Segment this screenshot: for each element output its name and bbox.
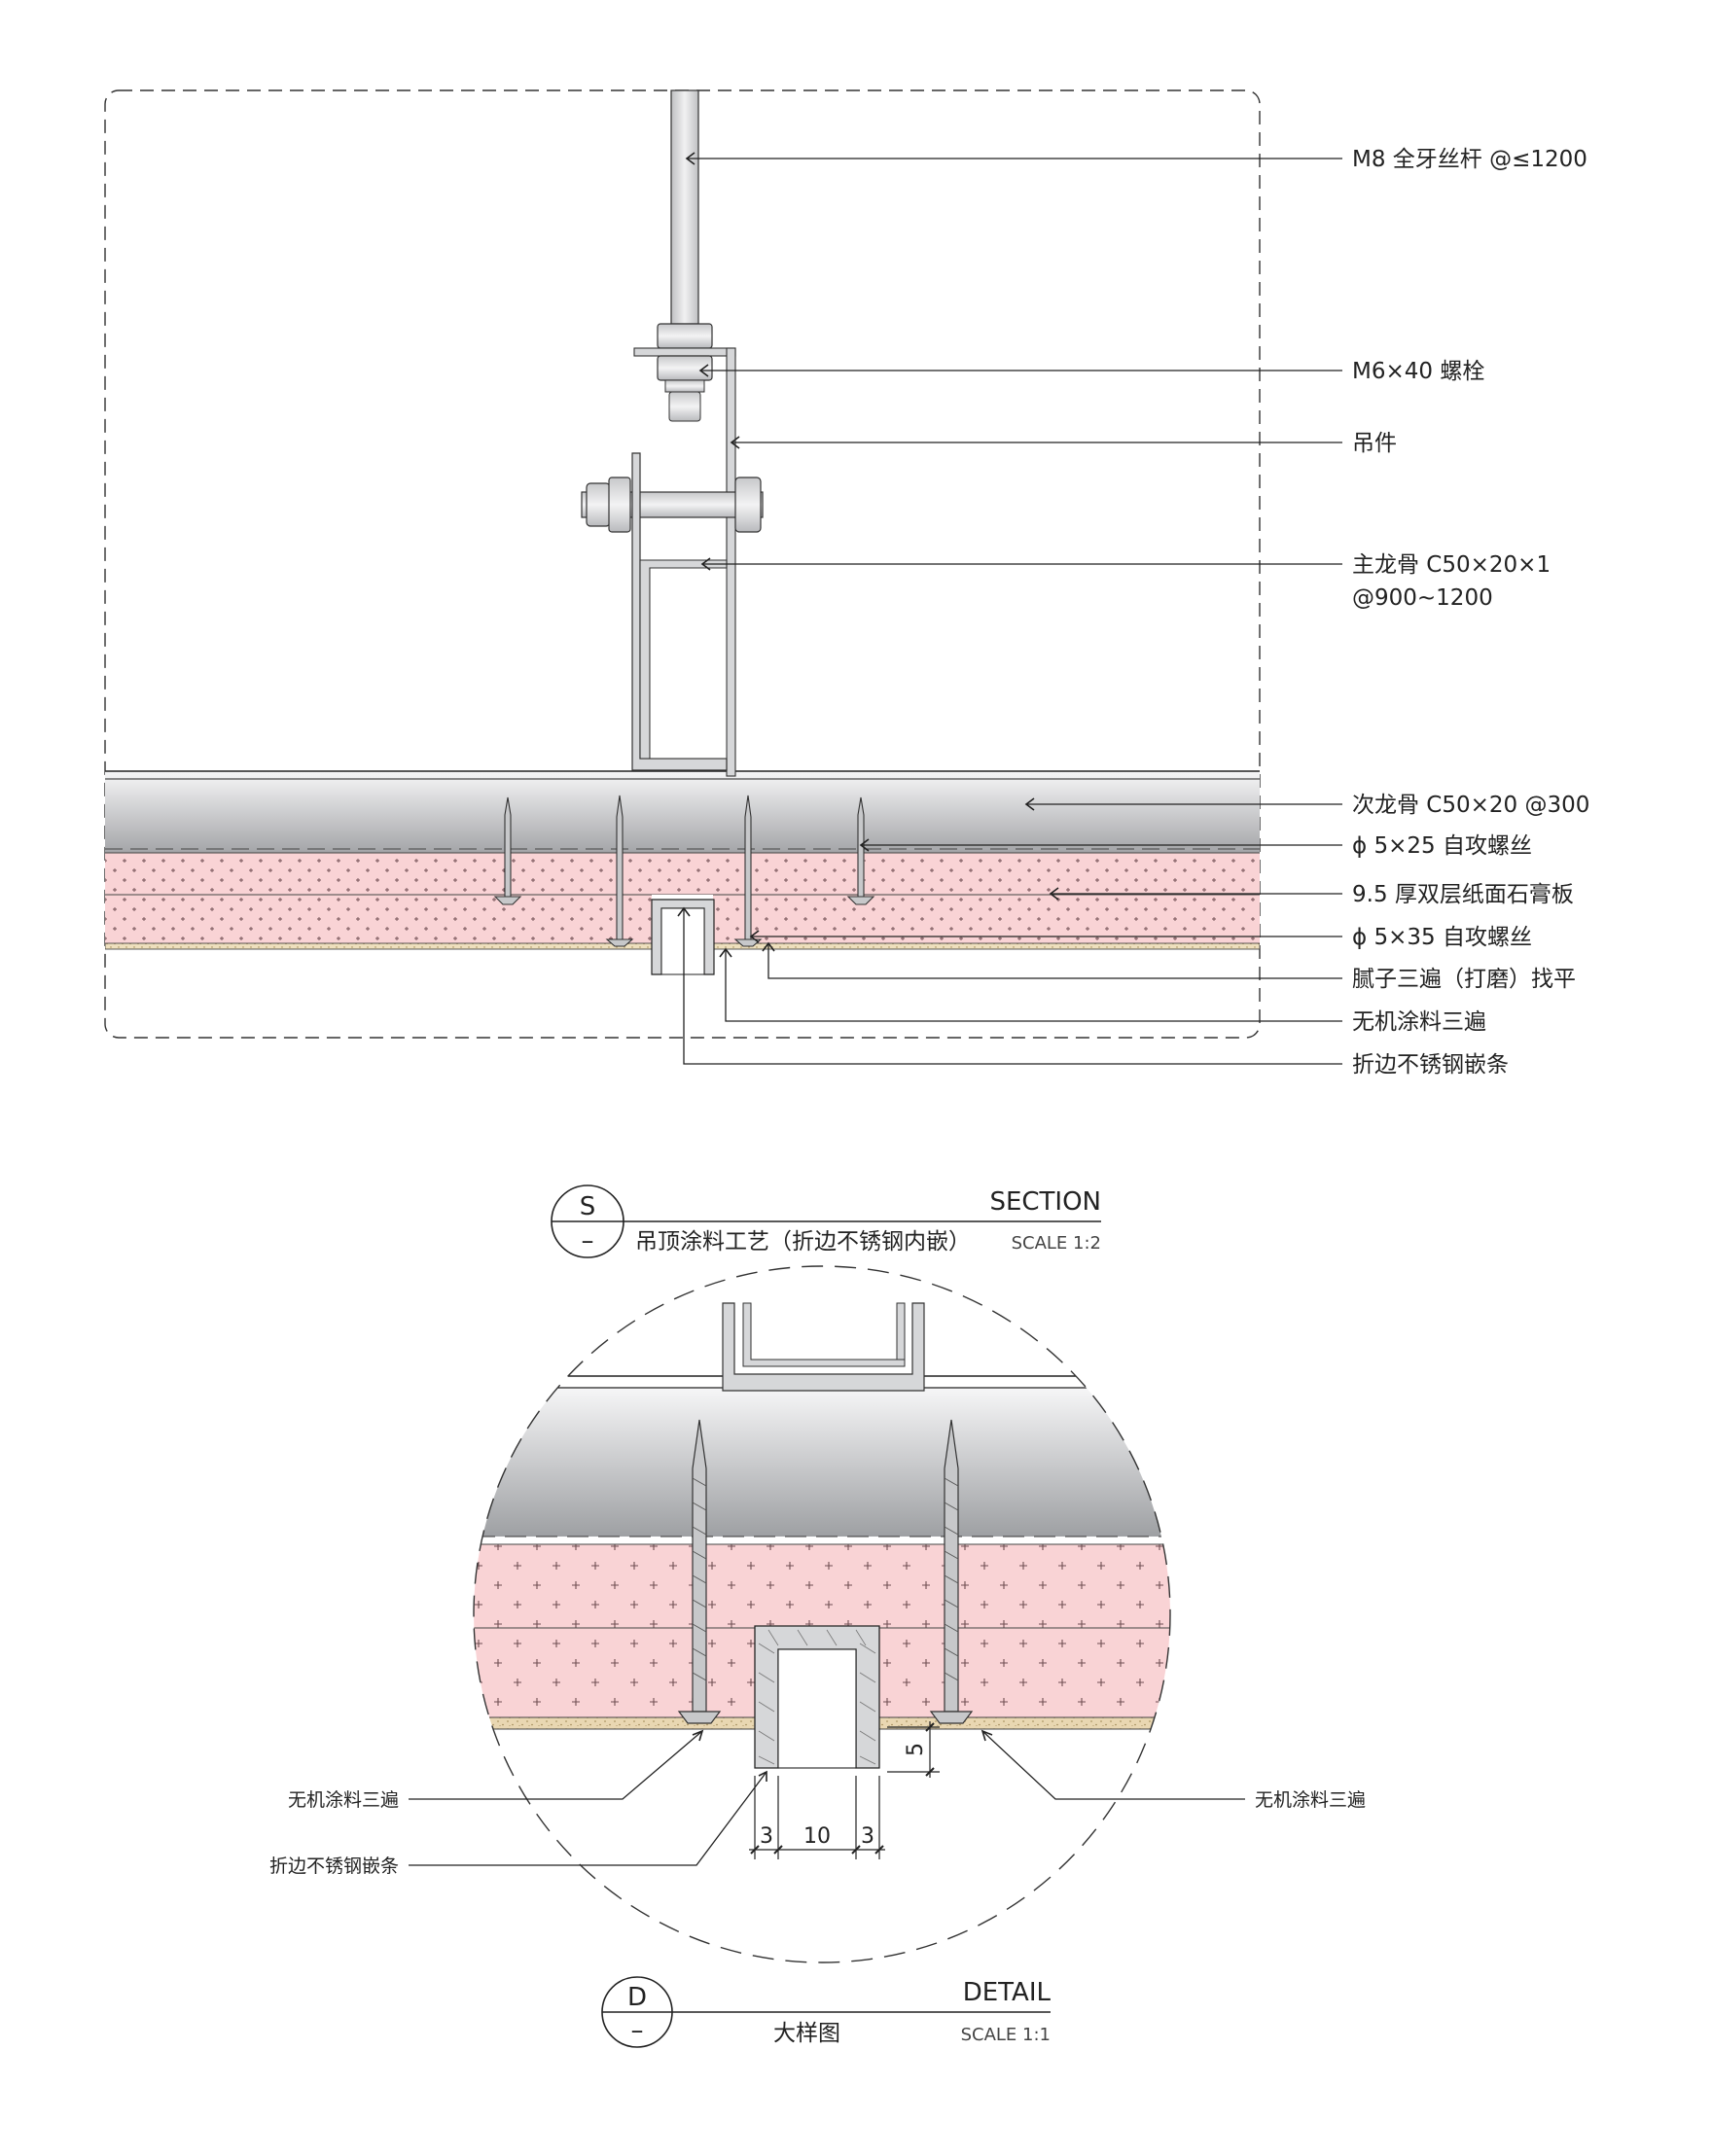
section-title-block: S – SECTION 吊顶涂料工艺（折边不锈钢内嵌） SCALE 1:2: [551, 1184, 1101, 1258]
detail-title-en: DETAIL: [963, 1978, 1052, 2007]
dim-3-left: 3: [760, 1824, 773, 1849]
label-main-runner-spacing: @900~1200: [1352, 585, 1493, 611]
section-labels: M8 全牙丝杆 @≤1200 M6×40 螺栓 吊件 主龙骨 C50×20×1 …: [1352, 147, 1589, 1078]
detail-gypsum-board-upper: [474, 1544, 1170, 1628]
detail-badge-sub: –: [631, 2016, 644, 2045]
label-coating: 无机涂料三遍: [1352, 1009, 1486, 1035]
detail-secondary-joist: [474, 1388, 1170, 1537]
label-hanger: 吊件: [1352, 431, 1397, 456]
detail-title-cn: 大样图: [773, 2021, 840, 2046]
screws-5x25: [493, 796, 875, 905]
section-badge-sub: –: [582, 1226, 594, 1255]
detail-badge-letter: D: [627, 1983, 647, 2012]
dim-5: 5: [904, 1743, 928, 1756]
screws-5x35: [605, 795, 763, 947]
secondary-joist: [105, 771, 1260, 853]
dim-3-right: 3: [861, 1824, 874, 1849]
label-stainless-strip: 折边不锈钢嵌条: [1352, 1052, 1509, 1078]
detail-label-left-coating: 无机涂料三遍: [288, 1789, 399, 1811]
detail-labels: 无机涂料三遍 折边不锈钢嵌条 无机涂料三遍: [269, 1789, 1366, 1877]
section-badge-letter: S: [580, 1192, 596, 1221]
section-title-en: SECTION: [989, 1187, 1101, 1217]
detail-screws: [677, 1419, 974, 1724]
label-threaded-rod: M8 全牙丝杆 @≤1200: [1352, 147, 1587, 172]
section-leaders: [683, 158, 1342, 1065]
label-m6-bolt: M6×40 螺栓: [1352, 359, 1484, 384]
section-scale: SCALE 1:2: [1012, 1233, 1101, 1254]
section-title-cn: 吊顶涂料工艺（折边不锈钢内嵌）: [635, 1229, 971, 1255]
label-putty: 腻子三遍（打磨）找平: [1352, 967, 1576, 992]
detail-dimensions: [749, 1721, 940, 1859]
detail-dimension-text: 3 10 3 5: [760, 1743, 928, 1849]
detail-view: 3 10 3 5 无机涂料三遍 折边不锈钢嵌条 无机涂料三遍 D – DE: [269, 1265, 1366, 2048]
label-main-runner: 主龙骨 C50×20×1: [1352, 552, 1551, 578]
detail-label-left-strip: 折边不锈钢嵌条: [269, 1856, 399, 1877]
putty-layer: [105, 942, 653, 950]
detail-scale: SCALE 1:1: [961, 2025, 1051, 2045]
gypsum-board-upper: [105, 853, 1260, 895]
detail-main-runner: [722, 1302, 925, 1392]
detail-arrowheads: [692, 1729, 993, 1782]
section-arrowheads: [677, 152, 1059, 958]
threaded-rod: [670, 89, 699, 325]
label-secondary-joist: 次龙骨 C50×20 @300: [1352, 793, 1589, 818]
section-view: M8 全牙丝杆 @≤1200 M6×40 螺栓 吊件 主龙骨 C50×20×1 …: [104, 89, 1589, 1258]
label-screw-5x35: ϕ 5×35 自攻螺丝: [1352, 925, 1532, 950]
detail-circle: [473, 1265, 1171, 1963]
detail-leaders: [409, 1730, 1245, 1866]
label-screw-5x25: ϕ 5×25 自攻螺丝: [1352, 833, 1532, 859]
detail-label-right-coating: 无机涂料三遍: [1255, 1789, 1366, 1811]
detail-title-block: D – DETAIL 大样图 SCALE 1:1: [601, 1976, 1052, 2048]
hanger: [726, 347, 736, 777]
dim-10: 10: [803, 1824, 831, 1849]
label-gypsum-board: 9.5 厚双层纸面石膏板: [1352, 882, 1574, 907]
hanger-top-plate: [633, 347, 736, 357]
